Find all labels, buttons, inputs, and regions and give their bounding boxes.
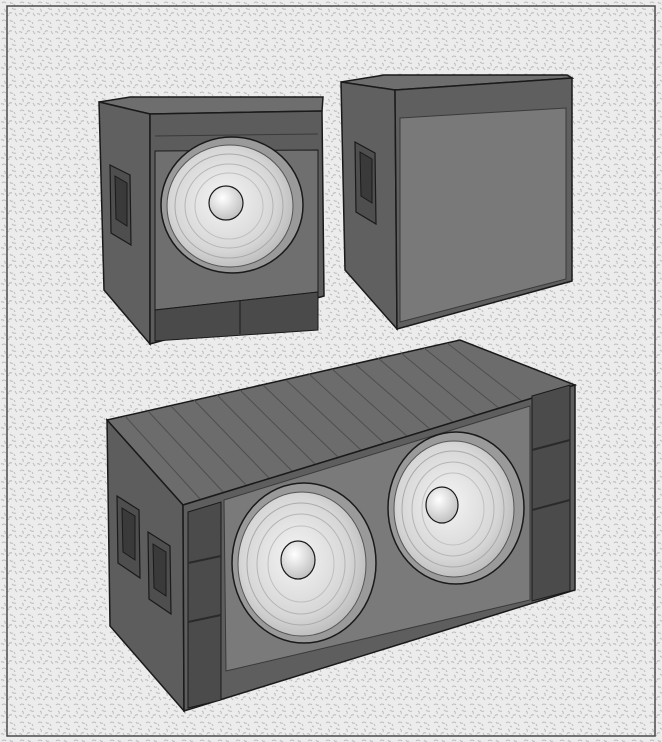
bass-port-left — [187, 501, 222, 709]
woofer-driver — [160, 136, 304, 274]
dust-cap — [280, 540, 316, 580]
subwoofer-cabinet-open — [98, 96, 325, 347]
dual-subwoofer-cabinet — [105, 339, 578, 714]
subwoofer-cabinet-with-grille — [340, 74, 575, 332]
speaker-grille — [399, 107, 567, 323]
dust-cap — [425, 486, 459, 524]
handle-icon — [354, 140, 377, 226]
bass-port-right — [531, 384, 571, 602]
woofer-driver — [231, 482, 377, 644]
bass-port — [154, 291, 319, 342]
dust-cap — [208, 185, 244, 221]
frame-border — [6, 5, 656, 737]
handle-icon — [109, 164, 132, 247]
woofer-driver — [387, 431, 525, 585]
handle-icon — [116, 494, 141, 580]
handle-icon — [147, 530, 172, 616]
